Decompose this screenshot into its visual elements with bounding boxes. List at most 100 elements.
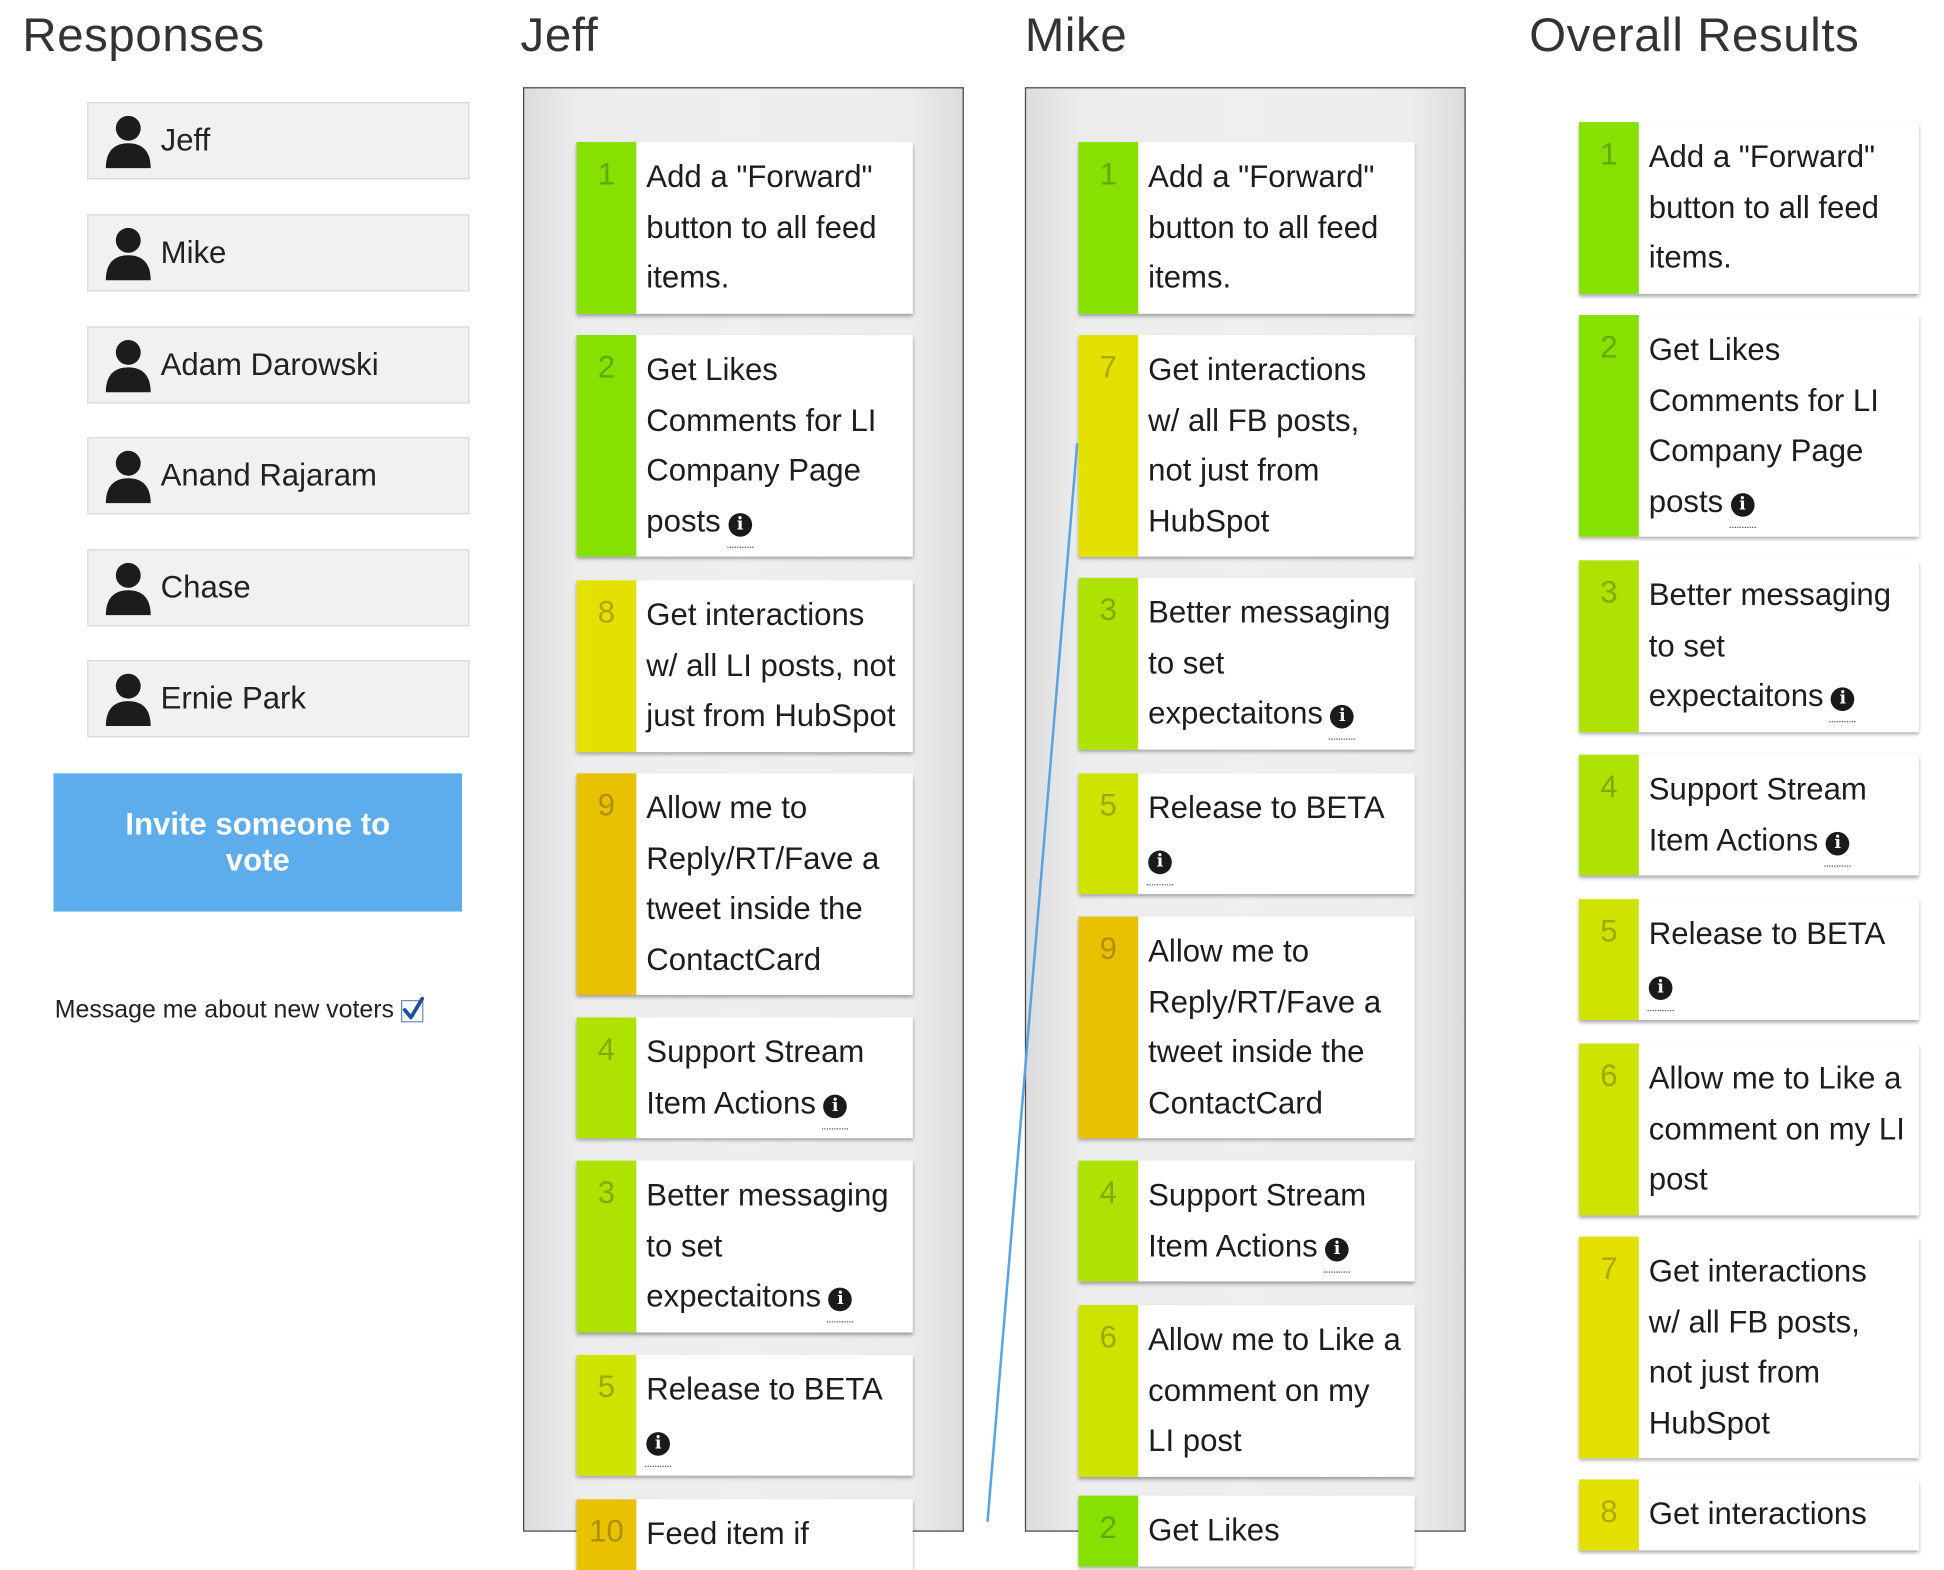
info-icon[interactable]: i: [1824, 831, 1851, 867]
feature-text-segment: items.: [1648, 240, 1732, 276]
feature-text-segment: button to all feed: [646, 209, 877, 245]
feature-text-line: button to all feed: [1649, 182, 1879, 232]
feature-text-segment: Item Actions: [1648, 822, 1819, 858]
info-icon[interactable]: i: [645, 1431, 672, 1467]
rank-number: 8: [576, 580, 637, 752]
rank-number: 5: [1078, 773, 1139, 895]
info-icon[interactable]: i: [827, 1287, 854, 1323]
voter-item-mike[interactable]: Mike: [87, 214, 470, 292]
message-preference-label: Message me about new voters: [54, 996, 394, 1024]
voter-item-ernie-park[interactable]: Ernie Park: [87, 660, 470, 738]
feature-text-line: i: [1146, 834, 1384, 885]
feature-text-segment: Company Page: [646, 453, 861, 489]
feature-text-line: Get interactions: [1148, 345, 1366, 395]
feature-text-segment: Release to BETA: [1648, 916, 1886, 952]
feature-text-line: Support Stream: [1649, 765, 1867, 815]
info-icon[interactable]: i: [726, 512, 754, 548]
voter-item-chase[interactable]: Chase: [87, 549, 470, 627]
feature-text-line: HubSpot: [1649, 1398, 1867, 1448]
voter-item-adam-darowski[interactable]: Adam Darowski: [87, 326, 470, 404]
info-icon[interactable]: i: [1729, 492, 1756, 528]
feature-text-segment: w/ all FB posts,: [1148, 402, 1360, 438]
rank-number: 1: [1078, 141, 1139, 314]
feature-text-segment: Release to BETA: [646, 1372, 883, 1408]
info-icon[interactable]: i: [1647, 975, 1674, 1011]
feature-text-segment: w/ all FB posts,: [1648, 1304, 1860, 1340]
info-icon[interactable]: i: [822, 1093, 849, 1129]
feature-text-line: Company Page: [646, 446, 876, 496]
feature-text-segment: Support Stream: [1148, 1178, 1367, 1213]
feature-text-line: LI post: [1148, 1416, 1401, 1466]
feature-text-line: Release to BETA: [646, 1365, 882, 1415]
voter-name: Chase: [160, 569, 251, 605]
feature-text-line: Allow me to Like a: [1148, 1315, 1401, 1365]
info-icon[interactable]: i: [1829, 687, 1856, 723]
feature-text-segment: Feed item if: [646, 1516, 809, 1552]
info-icon[interactable]: i: [1323, 1237, 1351, 1273]
feature-text-line: post: [1649, 1154, 1905, 1204]
feature-text-segment: not just from: [1148, 453, 1320, 489]
voter-item-jeff[interactable]: Jeff: [87, 102, 470, 180]
invite-button[interactable]: Invite someone to vote: [53, 773, 463, 912]
feature-text-segment: comment on my: [1148, 1372, 1370, 1408]
feature-text-segment: expectaitons: [1148, 696, 1323, 731]
feature-text-segment: Get interactions: [1148, 352, 1367, 388]
feature-text-line: Reply/RT/Fave a: [1148, 977, 1381, 1027]
feature-text-segment: LI post: [1148, 1423, 1242, 1459]
feature-text-segment: comment on my LI: [1648, 1111, 1905, 1147]
feature-text-line: Release to BETA: [1649, 909, 1885, 959]
info-icon[interactable]: i: [1146, 849, 1174, 885]
message-checkbox[interactable]: [401, 996, 425, 1022]
feature-text-line: w/ all FB posts,: [1649, 1297, 1867, 1347]
feature-text: Get Likes: [1138, 1496, 1289, 1566]
rank-number: 7: [1579, 1236, 1639, 1459]
voter-item-anand-rajaram[interactable]: Anand Rajaram: [87, 437, 470, 515]
rank-number: 7: [1078, 334, 1139, 557]
rank-number: 3: [1579, 560, 1639, 732]
feature-text-line: Allow me to: [646, 783, 879, 833]
feature-text-segment: posts: [646, 503, 721, 539]
feature-text-line: not just from: [1649, 1347, 1867, 1397]
rank-number: 1: [576, 141, 637, 314]
voter-name: Jeff: [160, 122, 211, 158]
feature-text-line: Get Likes: [646, 345, 876, 395]
info-icon[interactable]: i: [1329, 704, 1356, 740]
